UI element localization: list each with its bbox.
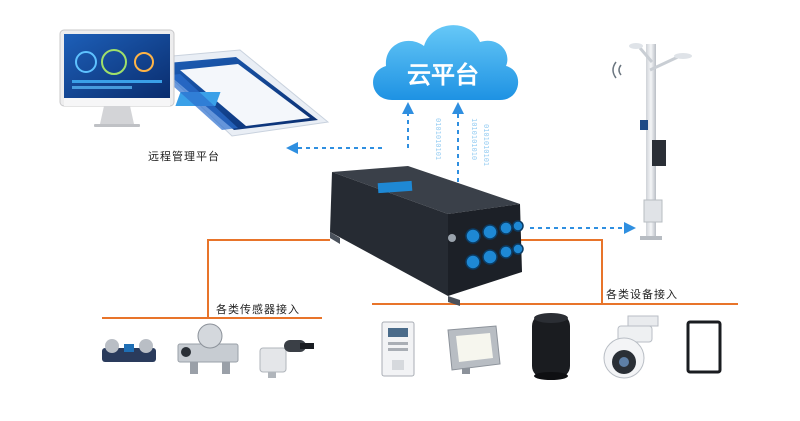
gateway-ports bbox=[465, 220, 524, 270]
load-cell-icon bbox=[177, 323, 239, 374]
dashboard-screen-stack bbox=[148, 49, 330, 137]
cloud-icon bbox=[373, 25, 519, 100]
device-branch-line bbox=[520, 239, 603, 304]
cloud-platform: 云平台 bbox=[373, 25, 519, 100]
connector-lines bbox=[102, 239, 738, 319]
edge-gateway-box-icon bbox=[330, 166, 524, 306]
sensor-icons: 各类传感器接入 bbox=[102, 302, 314, 378]
data-flow-arrows bbox=[286, 102, 636, 234]
floodlight-icon bbox=[447, 325, 501, 374]
binary-streams: 0101010101 1010101010 0101010101 bbox=[434, 118, 490, 166]
binary-stream-1: 0101010101 bbox=[434, 118, 442, 160]
cloud-label: 云平台 bbox=[407, 61, 479, 89]
electric-meter-icon bbox=[381, 321, 415, 377]
binary-stream-2: 1010101010 bbox=[470, 118, 478, 160]
remote-platform-label: 远程管理平台 bbox=[148, 149, 220, 163]
devices-label: 各类设备接入 bbox=[606, 287, 678, 301]
sensors-label: 各类传感器接入 bbox=[216, 302, 300, 316]
smart-street-pole-icon bbox=[612, 43, 692, 240]
speaker-icon bbox=[532, 313, 570, 380]
sensor-branch-line bbox=[207, 239, 330, 318]
temperature-sensor-icon bbox=[259, 340, 314, 378]
remote-platform-illustration: 远程管理平台 bbox=[59, 29, 330, 163]
display-screen-icon bbox=[686, 320, 722, 374]
weighing-sensor-icon bbox=[102, 339, 156, 362]
device-icons: 各类设备接入 bbox=[381, 287, 722, 380]
dome-camera-icon bbox=[603, 315, 659, 379]
binary-stream-3: 0101010101 bbox=[482, 124, 490, 166]
monitor-and-screens-icon bbox=[59, 29, 175, 127]
